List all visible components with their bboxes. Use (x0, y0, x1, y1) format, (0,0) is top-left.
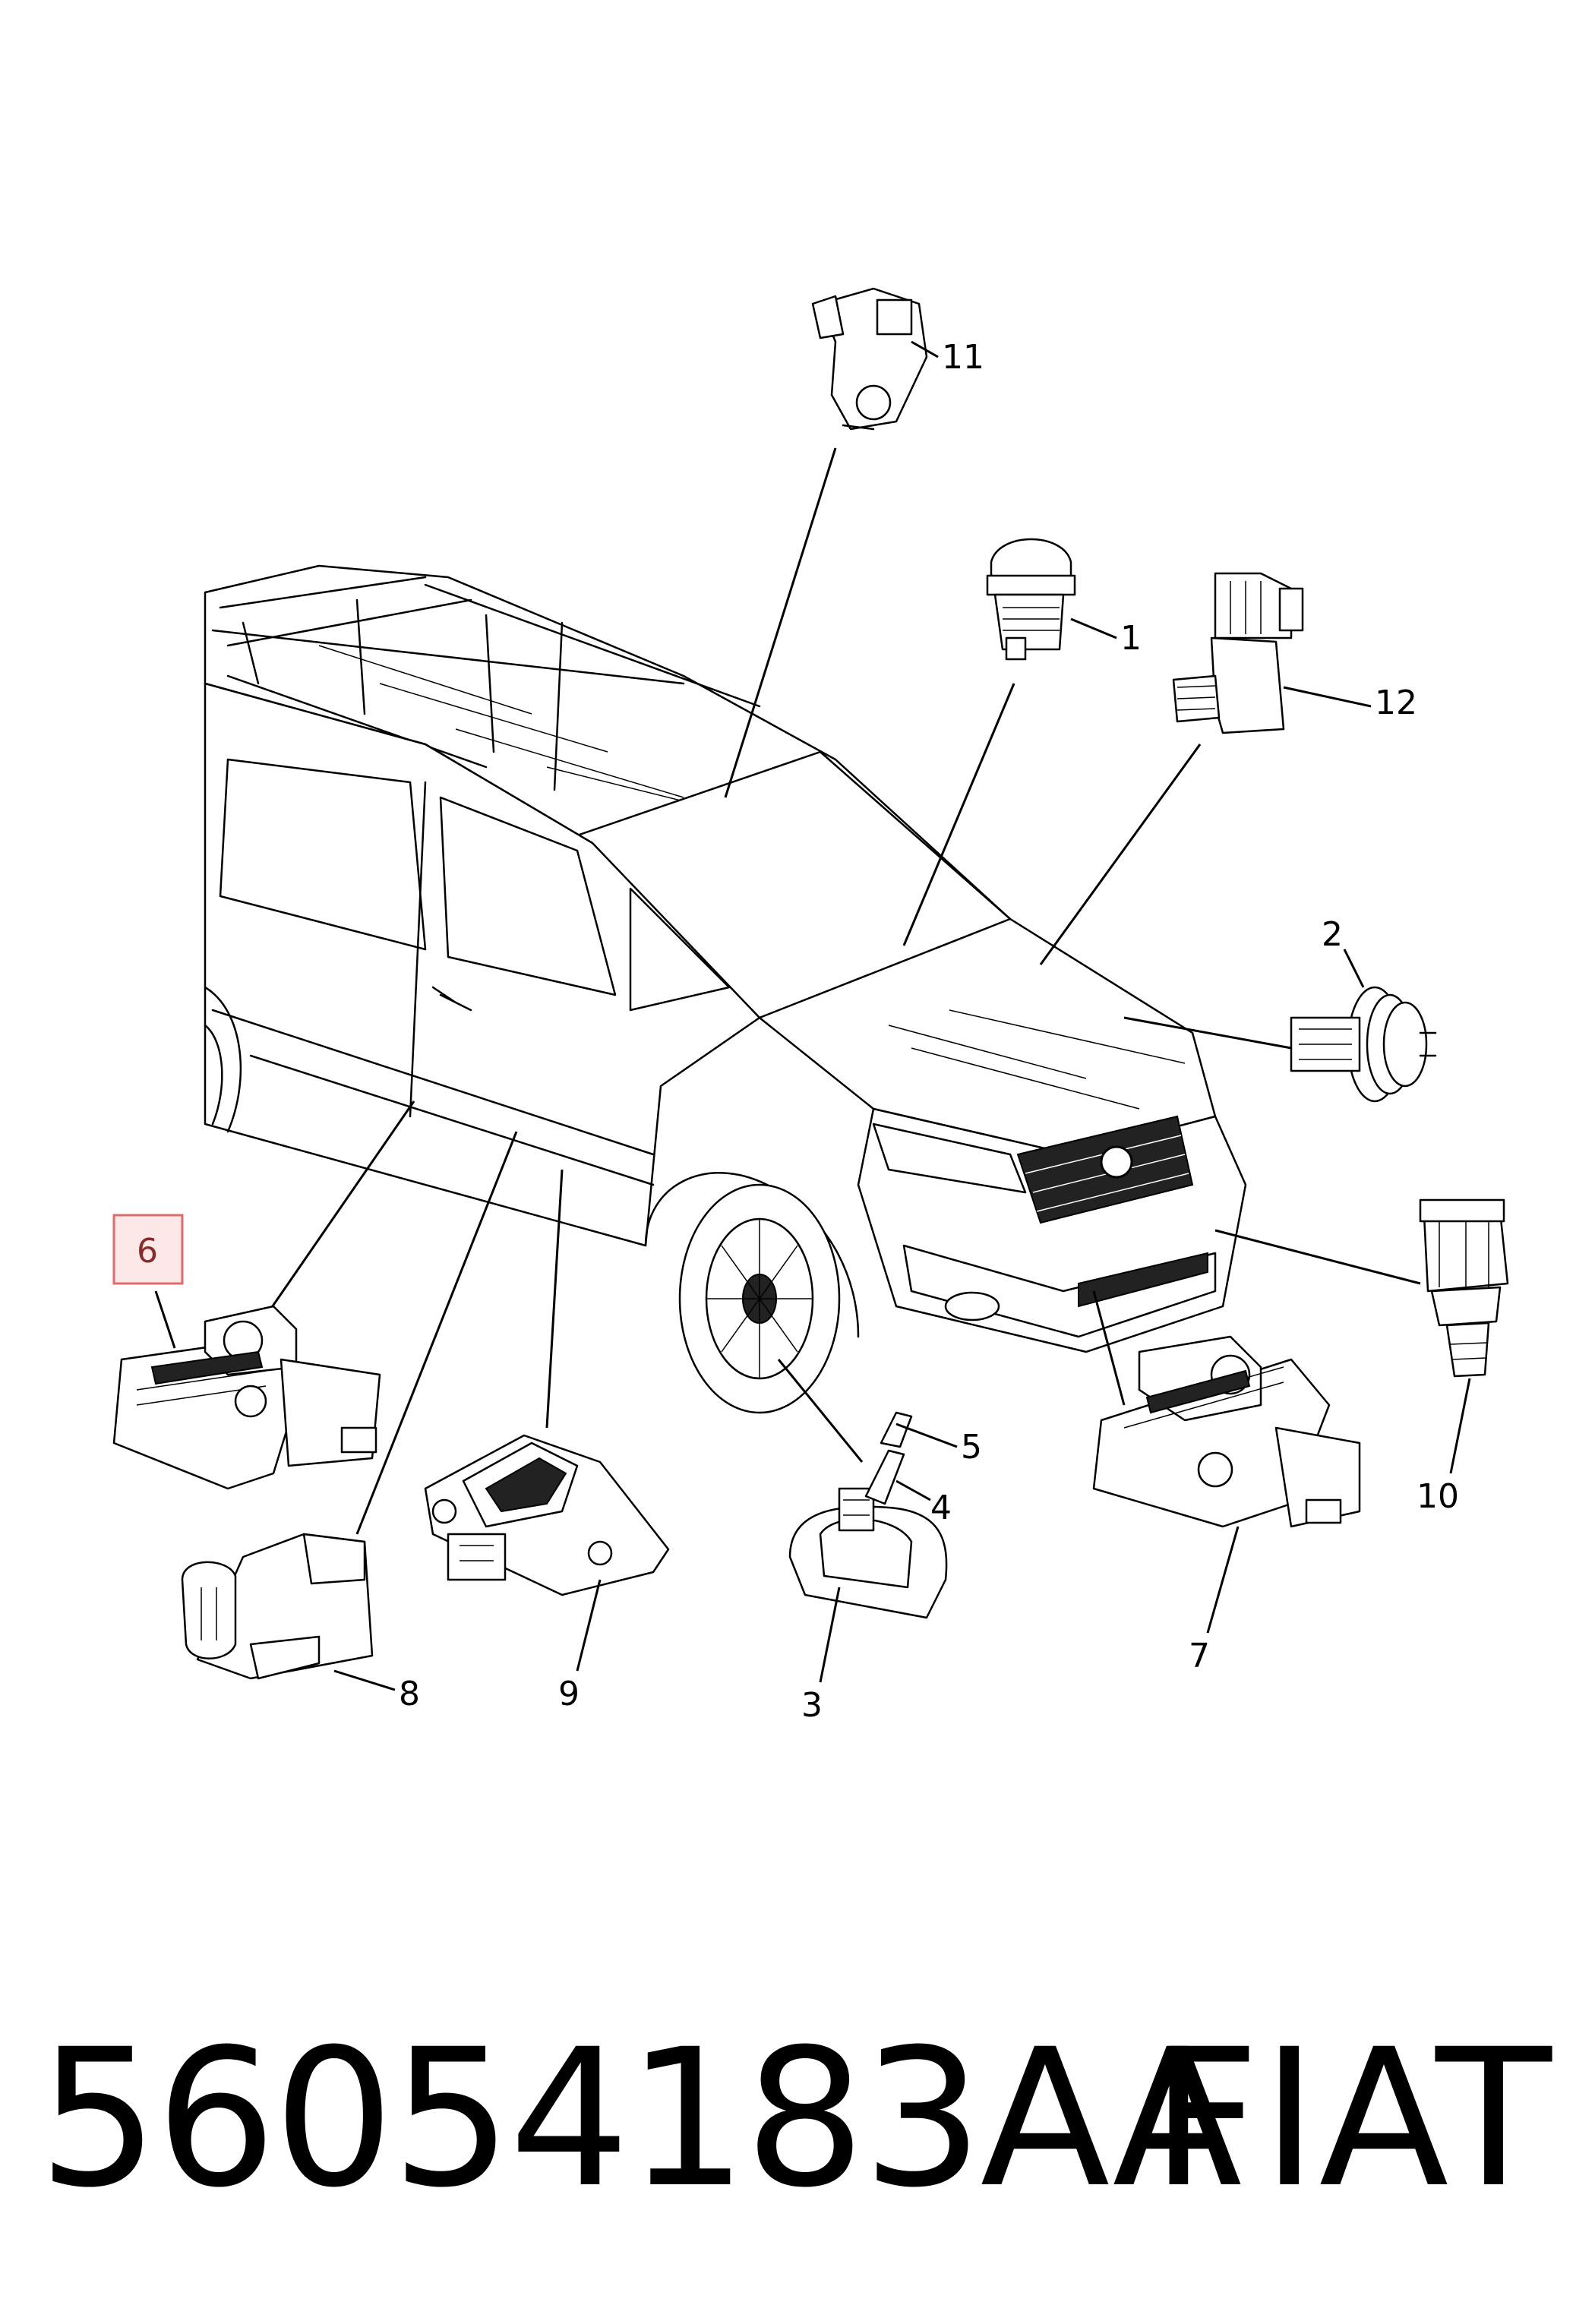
callout-10: 10 (1417, 1477, 1459, 1516)
vehicle-illustration (205, 566, 1246, 1413)
callout-11: 11 (942, 338, 984, 377)
part-2-sensor (1291, 949, 1436, 1101)
part-1-sensor (987, 539, 1116, 659)
callout-labels: 11 1 12 2 10 7 5 4 3 9 8 6 (114, 338, 1459, 1725)
part-3-tpms-sensor (790, 1413, 957, 1682)
callout-7: 7 (1189, 1637, 1210, 1675)
callout-12: 12 (1375, 684, 1417, 722)
callout-1: 1 (1120, 619, 1142, 658)
callout-5: 5 (961, 1428, 982, 1467)
callout-8: 8 (399, 1675, 420, 1713)
leader-lines (262, 448, 1420, 1534)
callout-9: 9 (558, 1675, 580, 1713)
part-11-sensor (813, 289, 938, 429)
part-8-module (182, 1534, 395, 1690)
part-7-sensor (1094, 1337, 1360, 1633)
part-9-sensor (425, 1435, 668, 1671)
brand-name: FIAT (1151, 2008, 1553, 2229)
part-12-sensor (1173, 573, 1371, 733)
callout-4: 4 (930, 1489, 952, 1527)
callout-3: 3 (801, 1686, 823, 1725)
part-10-sensor (1420, 1200, 1508, 1473)
part-6-sensor (114, 1291, 380, 1489)
part-number: 56054183AA (38, 2008, 1242, 2229)
callout-2: 2 (1322, 915, 1343, 954)
callout-6-highlight-box (114, 1215, 182, 1284)
footer: 56054183AA FIAT (0, 2005, 1595, 2233)
callout-6: 6 (137, 1232, 158, 1271)
